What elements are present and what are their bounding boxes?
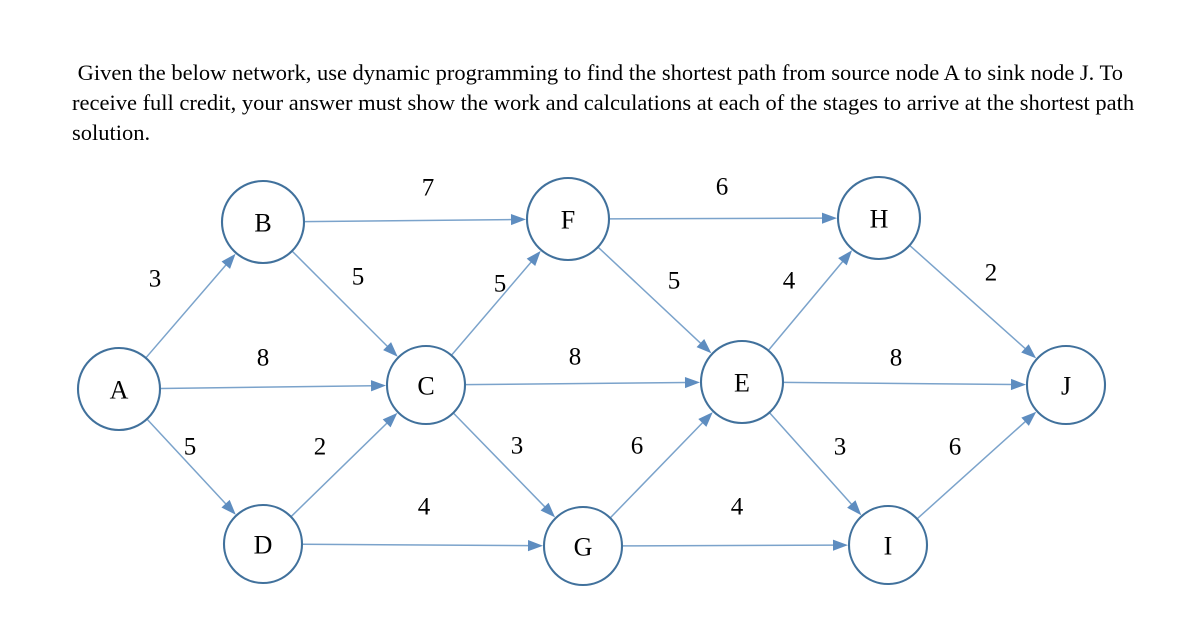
edge-c-g: [453, 412, 556, 518]
node-a: A: [76, 346, 162, 432]
node-c: C: [385, 344, 467, 426]
nodes-layer: A B C D E F G H I J: [76, 175, 1107, 587]
edge-weight-g-e: 6: [631, 433, 644, 460]
edge-weight-h-j: 2: [985, 260, 998, 287]
arrowhead-icon: [370, 380, 387, 392]
edge-d-g: [302, 540, 544, 552]
edge-g-e: [609, 412, 713, 519]
arrowhead-icon: [1021, 411, 1037, 426]
node-i: I: [847, 504, 929, 586]
node-d: D: [222, 503, 304, 585]
edge-weight-c-g: 3: [511, 433, 524, 460]
edge-i-j: [916, 411, 1037, 520]
edge-weight-a-c: 8: [257, 345, 270, 372]
arrowhead-icon: [1010, 378, 1027, 391]
arrowhead-icon: [838, 250, 853, 266]
node-label-a: A: [110, 376, 129, 405]
edge-e-i: [769, 412, 862, 516]
node-circle-a: [76, 346, 162, 432]
edge-weight-e-h: 4: [783, 268, 796, 295]
node-h: H: [836, 175, 922, 261]
edges-layer: [145, 212, 1037, 552]
node-b: B: [220, 179, 306, 265]
node-label-d: D: [254, 531, 273, 560]
arrowhead-icon: [510, 213, 527, 226]
node-circle-g: [542, 505, 624, 587]
arrowhead-icon: [821, 212, 838, 224]
node-circle-b: [220, 179, 306, 265]
edge-e-h: [768, 250, 853, 351]
edge-weight-c-f: 5: [494, 271, 507, 298]
arrowhead-icon: [221, 253, 236, 269]
edge-weight-d-g: 4: [418, 494, 431, 521]
edge-weight-a-b: 3: [149, 266, 162, 293]
edge-weight-b-f: 7: [422, 175, 435, 202]
edge-f-h: [609, 212, 838, 224]
node-j: J: [1025, 344, 1107, 426]
arrowhead-icon: [382, 412, 398, 428]
node-label-i: I: [884, 532, 893, 561]
edge-weight-a-d: 5: [184, 434, 197, 461]
edge-c-e: [465, 376, 701, 389]
arrowhead-icon: [526, 250, 541, 266]
edge-a-b: [145, 253, 236, 359]
edge-a-d: [146, 418, 236, 515]
edge-b-f: [304, 213, 527, 226]
problem-statement: Given the below network, use dynamic pro…: [72, 60, 1140, 145]
arrowhead-icon: [527, 540, 544, 552]
edge-weight-e-i: 3: [834, 434, 847, 461]
edge-weight-c-e: 8: [569, 344, 582, 371]
node-g: G: [542, 505, 624, 587]
node-circle-h: [836, 175, 922, 261]
arrowhead-icon: [221, 499, 236, 515]
edge-a-c: [160, 380, 387, 392]
node-label-h: H: [870, 205, 889, 234]
arrowhead-icon: [540, 502, 556, 518]
node-circle-f: [525, 176, 611, 262]
edge-e-j: [783, 378, 1027, 391]
arrowhead-icon: [1021, 344, 1037, 359]
edge-weight-e-j: 8: [890, 345, 903, 372]
edge-f-e: [597, 246, 712, 354]
arrowhead-icon: [696, 338, 712, 354]
edge-h-j: [909, 245, 1037, 359]
node-circle-c: [385, 344, 467, 426]
node-label-c: C: [417, 372, 434, 401]
arrowhead-icon: [698, 412, 713, 427]
node-e: E: [699, 339, 785, 425]
node-label-j: J: [1061, 372, 1071, 401]
edge-d-c: [290, 412, 398, 517]
edge-g-i: [622, 539, 849, 551]
edge-weight-g-i: 4: [731, 494, 744, 521]
edge-c-f: [451, 250, 541, 356]
node-f: F: [525, 176, 611, 262]
node-circle-d: [222, 503, 304, 585]
edge-weight-f-h: 6: [716, 174, 729, 201]
edge-b-c: [291, 250, 398, 357]
edge-weights-layer: 3 8 5 7 5 2 4 5 8 3 6 5 6 4 4 8 3 2 6: [149, 174, 998, 521]
edge-weight-i-j: 6: [949, 434, 962, 461]
arrowhead-icon: [383, 342, 398, 357]
node-label-b: B: [254, 209, 271, 238]
node-circle-i: [847, 504, 929, 586]
edge-weight-b-c: 5: [352, 264, 365, 291]
node-label-e: E: [734, 369, 750, 398]
arrowhead-icon: [684, 376, 701, 389]
node-label-f: F: [561, 206, 575, 235]
arrowhead-icon: [832, 539, 849, 551]
node-circle-j: [1025, 344, 1107, 426]
arrowhead-icon: [847, 500, 862, 516]
node-label-g: G: [574, 533, 593, 562]
edge-weight-f-e: 5: [668, 268, 681, 295]
edge-weight-d-c: 2: [314, 434, 327, 461]
node-circle-e: [699, 339, 785, 425]
